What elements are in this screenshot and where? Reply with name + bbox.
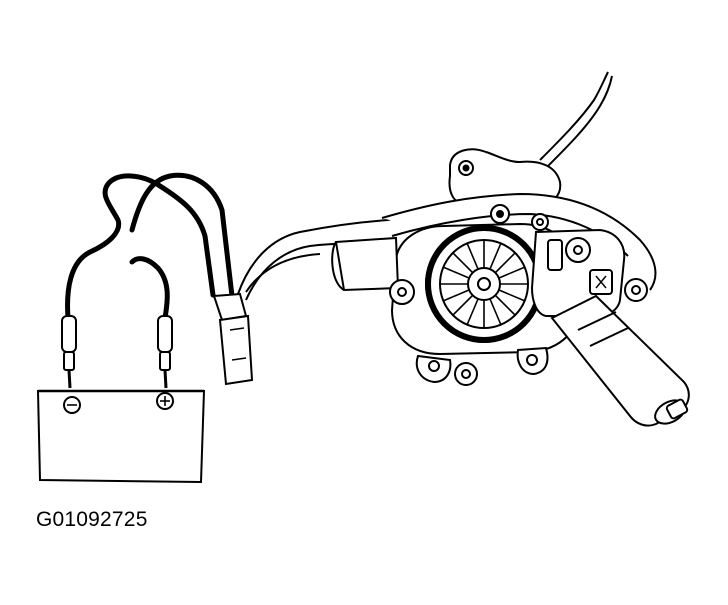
gear-wheel (425, 225, 543, 343)
window-cable (539, 71, 613, 167)
positive-jumper-wire-upper (129, 172, 235, 299)
battery (36, 389, 206, 484)
gear-shaft (334, 236, 400, 292)
window-regulator-motor (331, 148, 690, 427)
figure-reference-code: G01092725 (36, 508, 148, 531)
negative-alligator-clip (61, 315, 77, 389)
motor-connector-plug (212, 292, 254, 386)
positive-alligator-clip (157, 315, 173, 389)
jumper-wires (65, 172, 235, 321)
battery-body (36, 390, 206, 484)
positive-terminal (156, 392, 174, 410)
positive-jumper-wire (129, 256, 170, 321)
positive-sign-label: + (161, 417, 172, 432)
negative-jumper-wire (65, 173, 216, 321)
negative-terminal (63, 396, 81, 414)
negative-sign-label: − (68, 419, 79, 434)
